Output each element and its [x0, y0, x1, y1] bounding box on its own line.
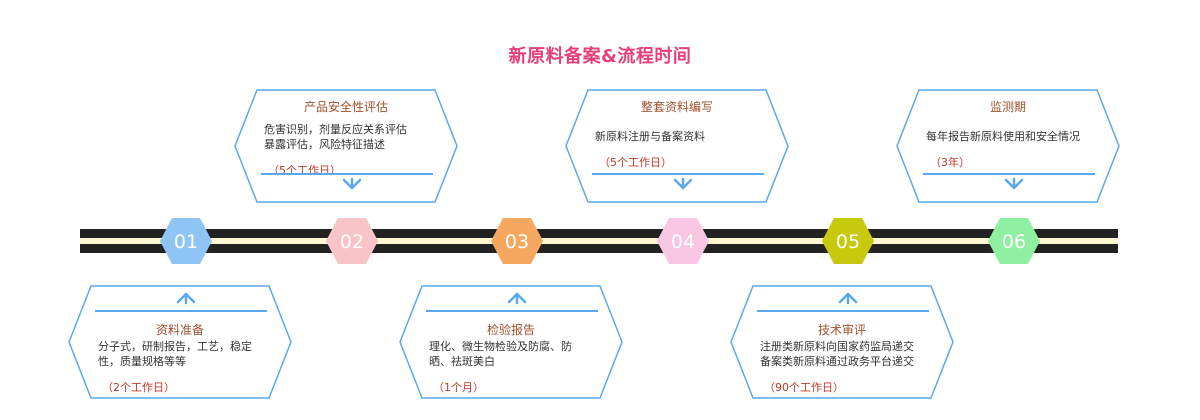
- chevron-up-icon: [507, 292, 527, 305]
- step-node-shape: [657, 218, 709, 264]
- card-line: 晒、祛斑美白: [429, 354, 495, 368]
- step-node-shape: [822, 218, 874, 264]
- card-line: 暴露评估，风险特征描述: [264, 137, 385, 151]
- card-line: 理化、微生物检验及防腐、防: [429, 339, 572, 353]
- step-node-05: 05: [822, 218, 874, 264]
- track-center-band: [80, 238, 1118, 244]
- card-title: 整套资料编写: [641, 99, 713, 114]
- step-node-shape: [326, 218, 378, 264]
- card-border: [399, 285, 623, 399]
- card-title: 监测期: [990, 100, 1026, 114]
- card-title: 检验报告: [487, 322, 535, 337]
- step-node-shape: [491, 218, 543, 264]
- step-number: 02: [340, 231, 364, 253]
- step-number: 04: [671, 231, 695, 253]
- chevron-down-icon: [1004, 177, 1024, 190]
- step-number: 01: [174, 231, 198, 253]
- card-duration: （90个工作日）: [764, 381, 844, 394]
- card-duration: （5个工作日）: [599, 156, 672, 169]
- step-number: 06: [1002, 231, 1026, 253]
- step-node-02: 02: [326, 218, 378, 264]
- step-number: 03: [505, 231, 529, 253]
- step-node-shape: [988, 218, 1040, 264]
- card-border: [730, 285, 954, 399]
- card-line: 每年报告新原料使用和安全情况: [926, 129, 1080, 143]
- card-line: 分子式，研制报告，工艺，稳定: [98, 339, 252, 353]
- step-node-03: 03: [491, 218, 543, 264]
- chevron-up-icon: [176, 292, 196, 305]
- track-top-rail: [80, 229, 1118, 238]
- chevron-up-icon: [838, 292, 858, 305]
- chevron-down-icon: [673, 177, 693, 190]
- step-node-04: 04: [657, 218, 709, 264]
- card-duration: （5个工作日）: [268, 164, 341, 177]
- card-line: 危害识别，剂量反应关系评估: [264, 122, 407, 136]
- step-node-01: 01: [160, 218, 212, 264]
- card-title: 产品安全性评估: [304, 99, 388, 114]
- card-title: 技术审评: [818, 322, 866, 337]
- card-border: [68, 285, 292, 399]
- card-line: 注册类新原料向国家药监局递交: [760, 339, 914, 353]
- card-duration: （1个月）: [433, 381, 484, 394]
- card-title: 资料准备: [156, 323, 204, 337]
- track-bottom-rail: [80, 244, 1118, 253]
- chevron-down-icon: [342, 177, 362, 190]
- step-node-shape: [160, 218, 212, 264]
- step-node-06: 06: [988, 218, 1040, 264]
- card-duration: （2个工作日）: [102, 381, 175, 394]
- step-number: 05: [836, 231, 860, 253]
- page-title: 新原料备案&流程时间: [508, 46, 692, 67]
- card-line: 备案类新原料通过政务平台递交: [760, 354, 914, 368]
- card-duration: （3年）: [930, 155, 970, 169]
- timeline-track: [80, 229, 1118, 253]
- card-line: 性，质量规格等等: [98, 354, 186, 368]
- card-line: 新原料注册与备案资料: [595, 129, 705, 143]
